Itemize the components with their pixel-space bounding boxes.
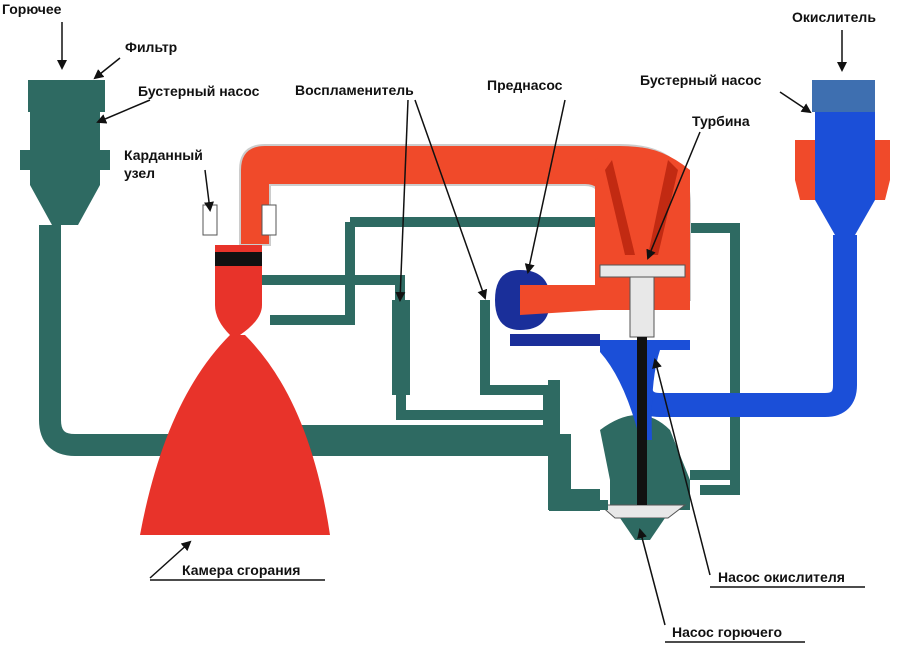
chamber-upper [215,245,262,335]
arrow-turbine [646,131,701,260]
fuel-main-line [39,225,600,511]
fuel-pump-impeller [598,504,687,519]
label-gimbal-1: Карданный [124,147,203,163]
label-booster-right: Бустерный насос [640,72,762,88]
label-booster-left: Бустерный насос [138,83,260,99]
fuel-booster-inlet-cone [30,185,100,225]
turbine-blade-right [648,160,678,255]
labels: Горючее Фильтр Бустерный насос Карданный… [2,1,876,640]
label-oxidizer-pump: Насос окислителя [718,569,845,585]
arrow-prepump [524,99,566,274]
label-igniter: Воспламенитель [295,82,414,98]
arrow-fuel-pump [637,528,666,626]
fuel-line-vertical [270,222,355,325]
label-turbine: Турбина [692,113,750,129]
fuel-pump-loop-bottom [548,500,608,510]
label-fuel-pump: Насос горючего [672,624,782,640]
arrow-igniter-1 [395,99,409,302]
label-prepump: Преднасос [487,77,563,93]
hot-gas-system [140,144,691,535]
turbine-disk [599,264,686,278]
fuel-booster-pump-housing [20,112,110,185]
oxidizer-booster-shell-right [875,140,890,200]
fuel-filter-housing [28,80,105,112]
turbine-blade-left [605,160,635,255]
oxidizer-tank-top [812,80,875,112]
arrow-igniter-2 [414,99,488,300]
gimbal-flange-right [261,204,277,236]
label-gimbal-2: узел [124,165,155,181]
fuel-feed-chamber [255,275,405,300]
fuel-pump-loop [548,380,560,510]
igniter-block [392,300,410,395]
arrow-chamber [149,540,192,579]
fuel-pump-outlet-right [690,470,738,480]
prepump-gas-duct [520,285,600,315]
nozzle-bell [140,335,330,535]
turbine-shaft-upper [629,276,655,338]
common-shaft [637,337,647,505]
arrow-booster-right [779,91,812,114]
oxidizer-booster-shell-left [795,140,815,200]
arrow-gimbal [204,169,214,212]
label-oxidizer: Окислитель [792,9,876,25]
oxidizer-booster-housing [815,112,875,200]
label-fuel: Горючее [2,1,62,17]
oxidizer-booster-cone [815,200,875,235]
label-combustion-chamber: Камера сгорания [182,562,300,578]
label-filter: Фильтр [125,39,177,55]
arrow-booster-left [96,99,151,124]
fuel-line-right [690,223,740,495]
leader-lines [57,22,865,643]
arrow-oxidizer-pump [652,358,711,576]
arrow-filter [93,57,121,80]
chamber-injector-band [215,252,262,266]
igniter-line [396,395,560,420]
